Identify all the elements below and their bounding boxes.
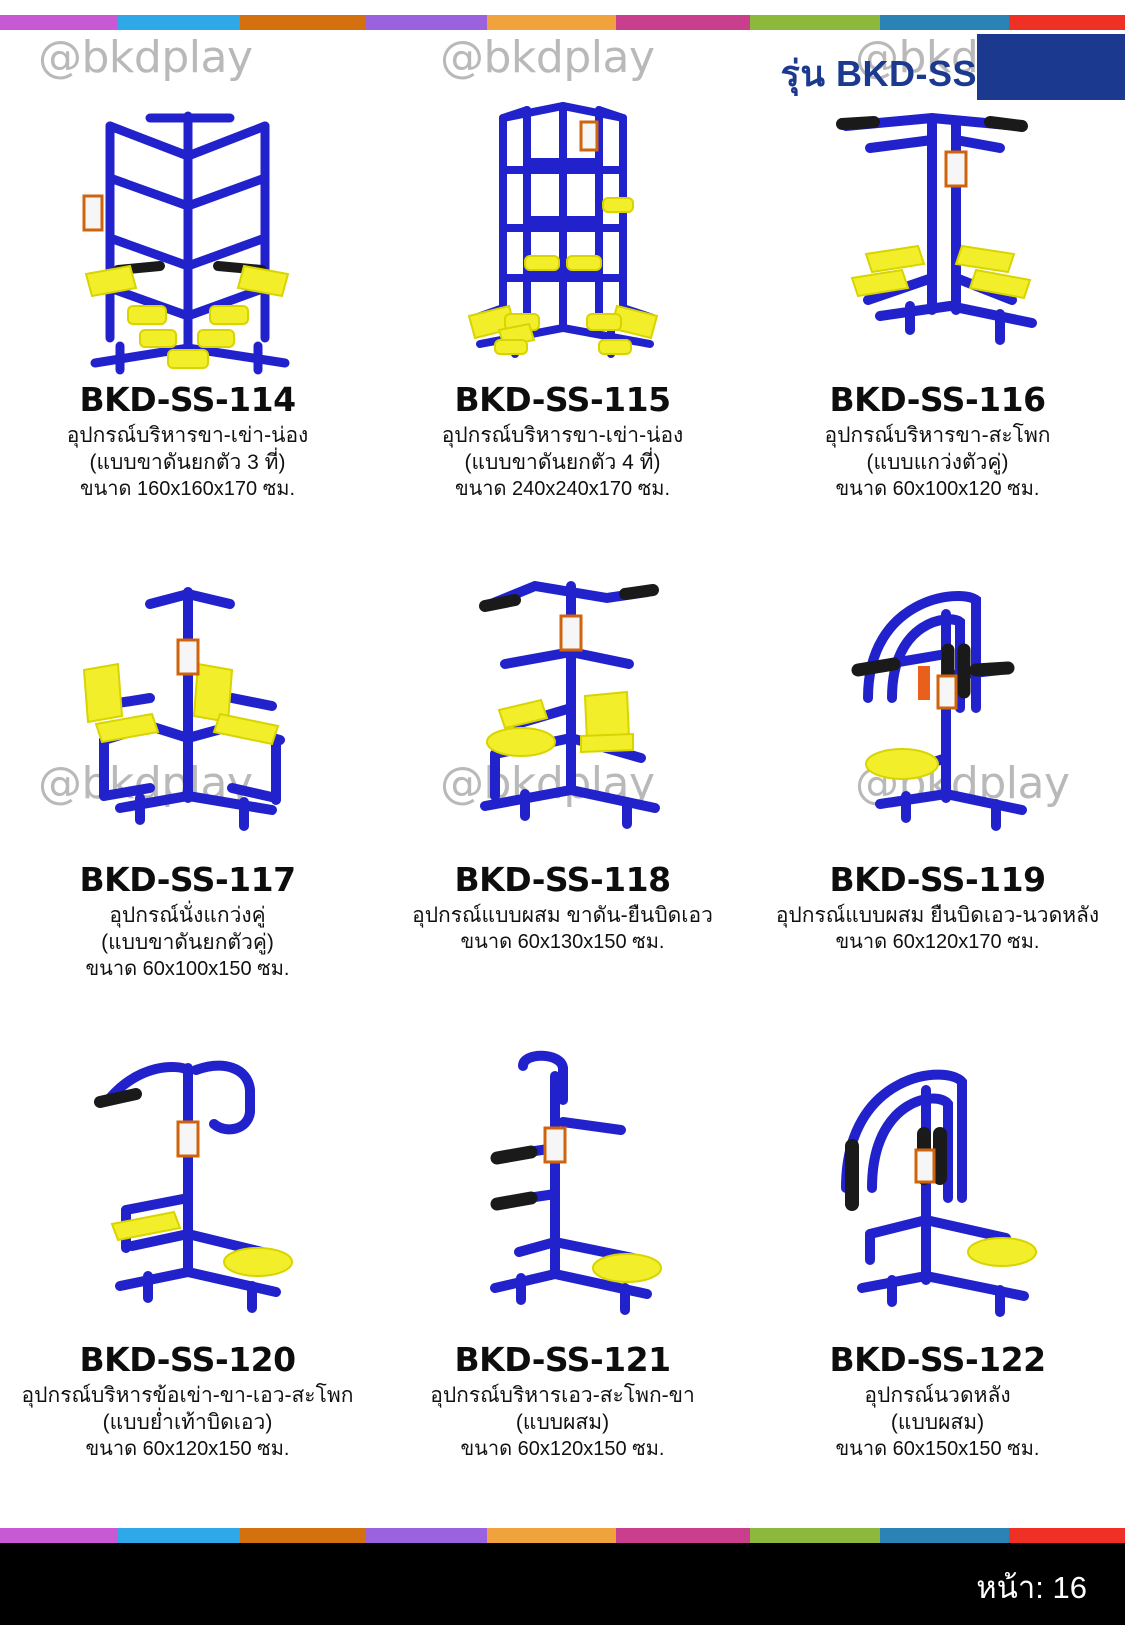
product-variant: (แบบผสม) (890, 1411, 985, 1435)
product-size: ขนาด 60x130x150 ซม. (460, 931, 665, 954)
product-code: BKD-SS-115 (454, 380, 671, 419)
color-strip-segment (117, 15, 240, 30)
product-card[interactable]: BKD-SS-117 อุปกรณ์นั่งแกว่งคู่ (แบบขาดัน… (0, 550, 375, 1030)
bottom-color-strip (0, 1528, 1125, 1543)
product-code: BKD-SS-116 (829, 380, 1046, 419)
product-size: ขนาด 60x120x170 ซม. (835, 931, 1040, 954)
product-desc: อุปกรณ์บริหารขา-เข่า-น่อง (441, 424, 684, 448)
product-variant: (แบบผสม) (515, 1411, 610, 1435)
product-card[interactable]: BKD-SS-116 อุปกรณ์บริหารขา-สะโพก (แบบแกว… (750, 70, 1125, 550)
product-size: ขนาด 240x240x170 ซม. (454, 478, 671, 501)
product-code: BKD-SS-119 (829, 860, 1046, 899)
product-desc: อุปกรณ์บริหารเอว-สะโพก-ขา (430, 1384, 695, 1408)
product-image-bkd-ss-120 (0, 1038, 375, 1338)
product-card[interactable]: BKD-SS-119 อุปกรณ์แบบผสม ยืนบิดเอว-นวดหล… (750, 550, 1125, 1030)
product-image-bkd-ss-114 (0, 78, 375, 378)
color-strip-segment (487, 15, 617, 30)
color-strip-segment (879, 15, 1009, 30)
color-strip-segment (239, 15, 366, 30)
product-size: ขนาด 60x150x150 ซม. (835, 1438, 1040, 1461)
product-variant: (แบบขาดันยกตัว 3 ที่) (89, 451, 286, 475)
watermark: @bkdplay (38, 32, 253, 83)
product-image-bkd-ss-117 (0, 558, 375, 858)
product-card[interactable]: BKD-SS-118 อุปกรณ์แบบผสม ขาดัน-ยืนบิดเอว… (375, 550, 750, 1030)
color-strip-segment (117, 1528, 240, 1543)
product-code: BKD-SS-121 (454, 1340, 671, 1379)
product-code: BKD-SS-122 (829, 1340, 1046, 1379)
product-desc: อุปกรณ์บริหารขา-เข่า-น่อง (66, 424, 309, 448)
product-size: ขนาด 60x100x150 ซม. (85, 958, 290, 981)
product-image-bkd-ss-115 (375, 78, 750, 378)
color-strip-segment (879, 1528, 1009, 1543)
color-strip-segment (1008, 15, 1125, 30)
product-code: BKD-SS-118 (454, 860, 671, 899)
product-card[interactable]: BKD-SS-122 อุปกรณ์นวดหลัง (แบบผสม) ขนาด … (750, 1030, 1125, 1510)
color-strip-segment (750, 1528, 880, 1543)
header-accent-block (977, 34, 1125, 100)
color-strip-segment (365, 15, 488, 30)
color-strip-segment (616, 15, 751, 30)
product-variant: (แบบขาดันยกตัวคู่) (101, 931, 274, 955)
product-variant: (แบบแกว่งตัวคู่) (866, 451, 1009, 475)
color-strip-segment (239, 1528, 366, 1543)
footer-bar (0, 1543, 1125, 1625)
color-strip-segment (0, 15, 118, 30)
product-desc: อุปกรณ์แบบผสม ยืนบิดเอว-นวดหลัง (775, 904, 1100, 928)
product-desc: อุปกรณ์นวดหลัง (864, 1384, 1011, 1408)
product-code: BKD-SS-117 (79, 860, 296, 899)
product-size: ขนาด 60x120x150 ซม. (460, 1438, 665, 1461)
product-size: ขนาด 160x160x170 ซม. (79, 478, 296, 501)
page-number: หน้า: 16 (976, 1570, 1087, 1605)
product-size: ขนาด 60x100x120 ซม. (835, 478, 1040, 501)
product-grid: BKD-SS-114 อุปกรณ์บริหารขา-เข่า-น่อง (แบ… (0, 70, 1125, 1510)
color-strip-segment (616, 1528, 751, 1543)
color-strip-segment (365, 1528, 488, 1543)
product-desc: อุปกรณ์แบบผสม ขาดัน-ยืนบิดเอว (412, 904, 713, 928)
product-card[interactable]: BKD-SS-121 อุปกรณ์บริหารเอว-สะโพก-ขา (แบ… (375, 1030, 750, 1510)
top-color-strip (0, 15, 1125, 30)
product-image-bkd-ss-119 (750, 558, 1125, 858)
color-strip-segment (750, 15, 880, 30)
product-code: BKD-SS-114 (79, 380, 296, 419)
product-desc: อุปกรณ์บริหารขา-สะโพก (824, 424, 1051, 448)
product-card[interactable]: BKD-SS-115 อุปกรณ์บริหารขา-เข่า-น่อง (แบ… (375, 70, 750, 550)
product-card[interactable]: BKD-SS-120 อุปกรณ์บริหารข้อเข่า-ขา-เอว-ส… (0, 1030, 375, 1510)
color-strip-segment (487, 1528, 617, 1543)
color-strip-segment (1008, 1528, 1125, 1543)
page-title: รุ่น BKD-SS (780, 53, 977, 94)
product-card[interactable]: BKD-SS-114 อุปกรณ์บริหารขา-เข่า-น่อง (แบ… (0, 70, 375, 550)
product-image-bkd-ss-116 (750, 78, 1125, 378)
product-image-bkd-ss-118 (375, 558, 750, 858)
product-image-bkd-ss-122 (750, 1038, 1125, 1338)
product-variant: (แบบย่ำเท้าบิดเอว) (102, 1411, 273, 1435)
product-size: ขนาด 60x120x150 ซม. (85, 1438, 290, 1461)
watermark: @bkdplay (440, 32, 655, 83)
color-strip-segment (0, 1528, 118, 1543)
product-variant: (แบบขาดันยกตัว 4 ที่) (464, 451, 661, 475)
product-desc: อุปกรณ์นั่งแกว่งคู่ (109, 904, 266, 928)
product-image-bkd-ss-121 (375, 1038, 750, 1338)
product-code: BKD-SS-120 (79, 1340, 296, 1379)
product-desc: อุปกรณ์บริหารข้อเข่า-ขา-เอว-สะโพก (21, 1384, 354, 1408)
